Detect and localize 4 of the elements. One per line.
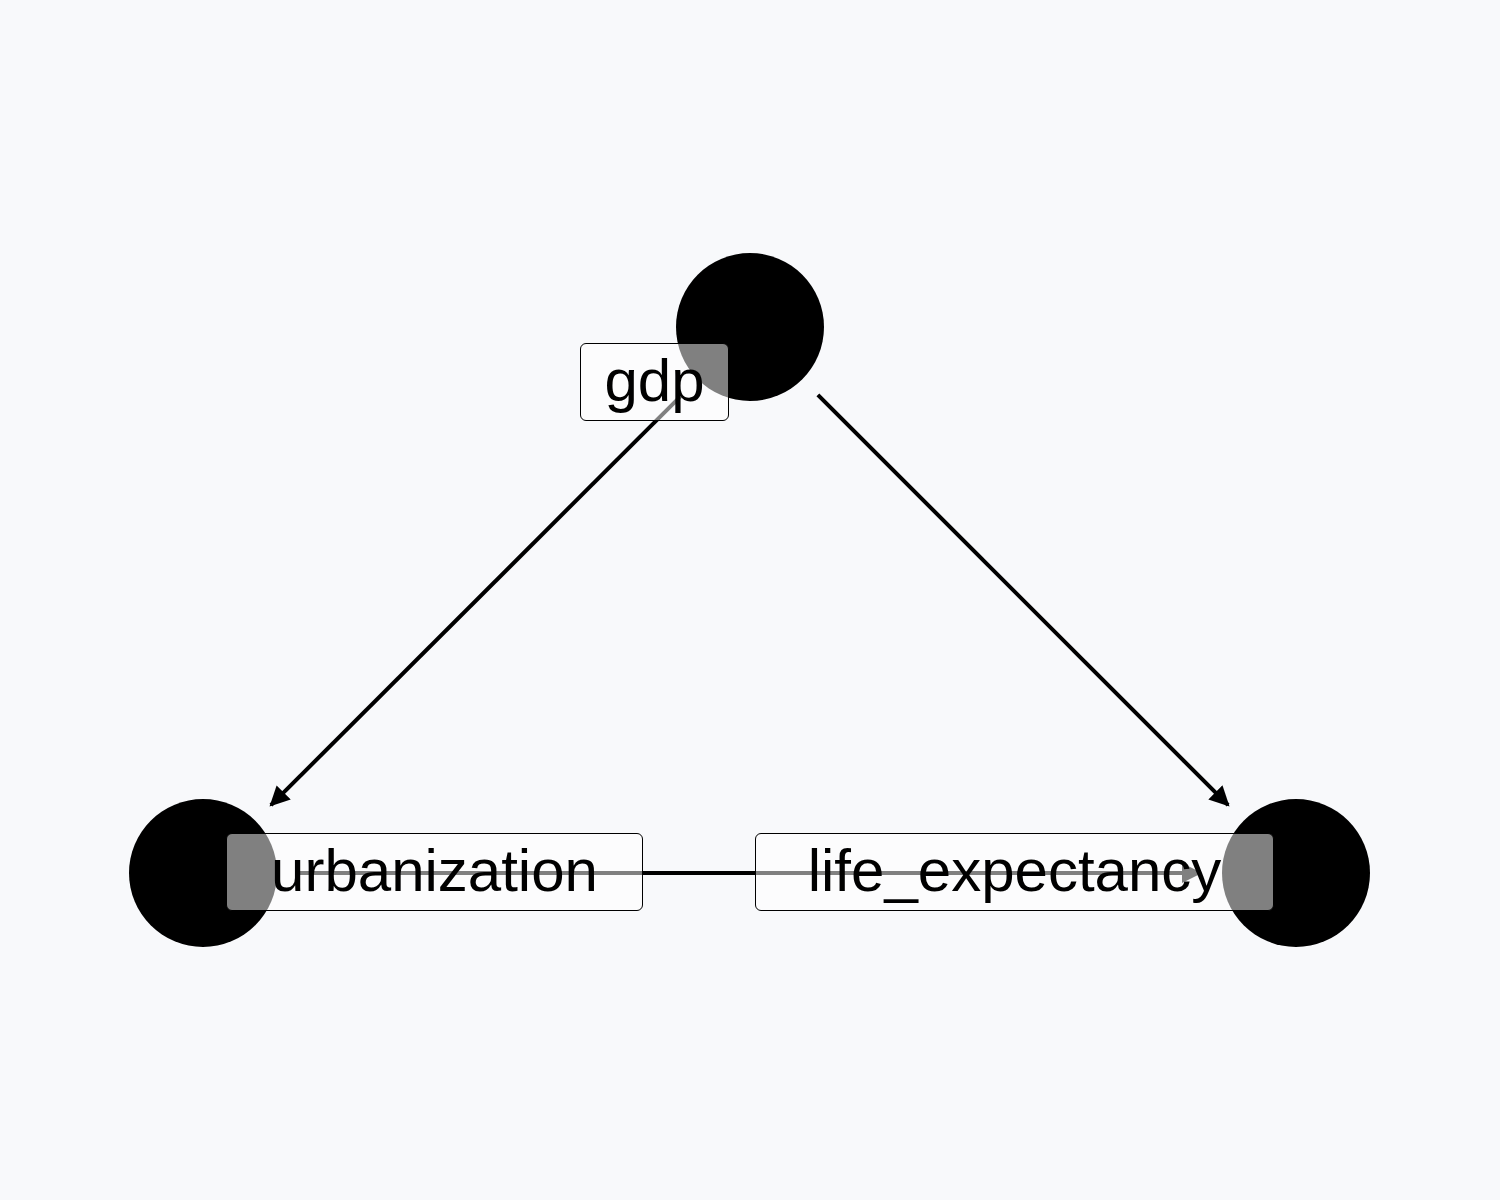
node-label: gdp — [580, 343, 729, 421]
arrow — [816, 393, 1230, 807]
node-label: life_expectancy — [755, 833, 1274, 911]
node-label: urbanization — [226, 833, 643, 911]
